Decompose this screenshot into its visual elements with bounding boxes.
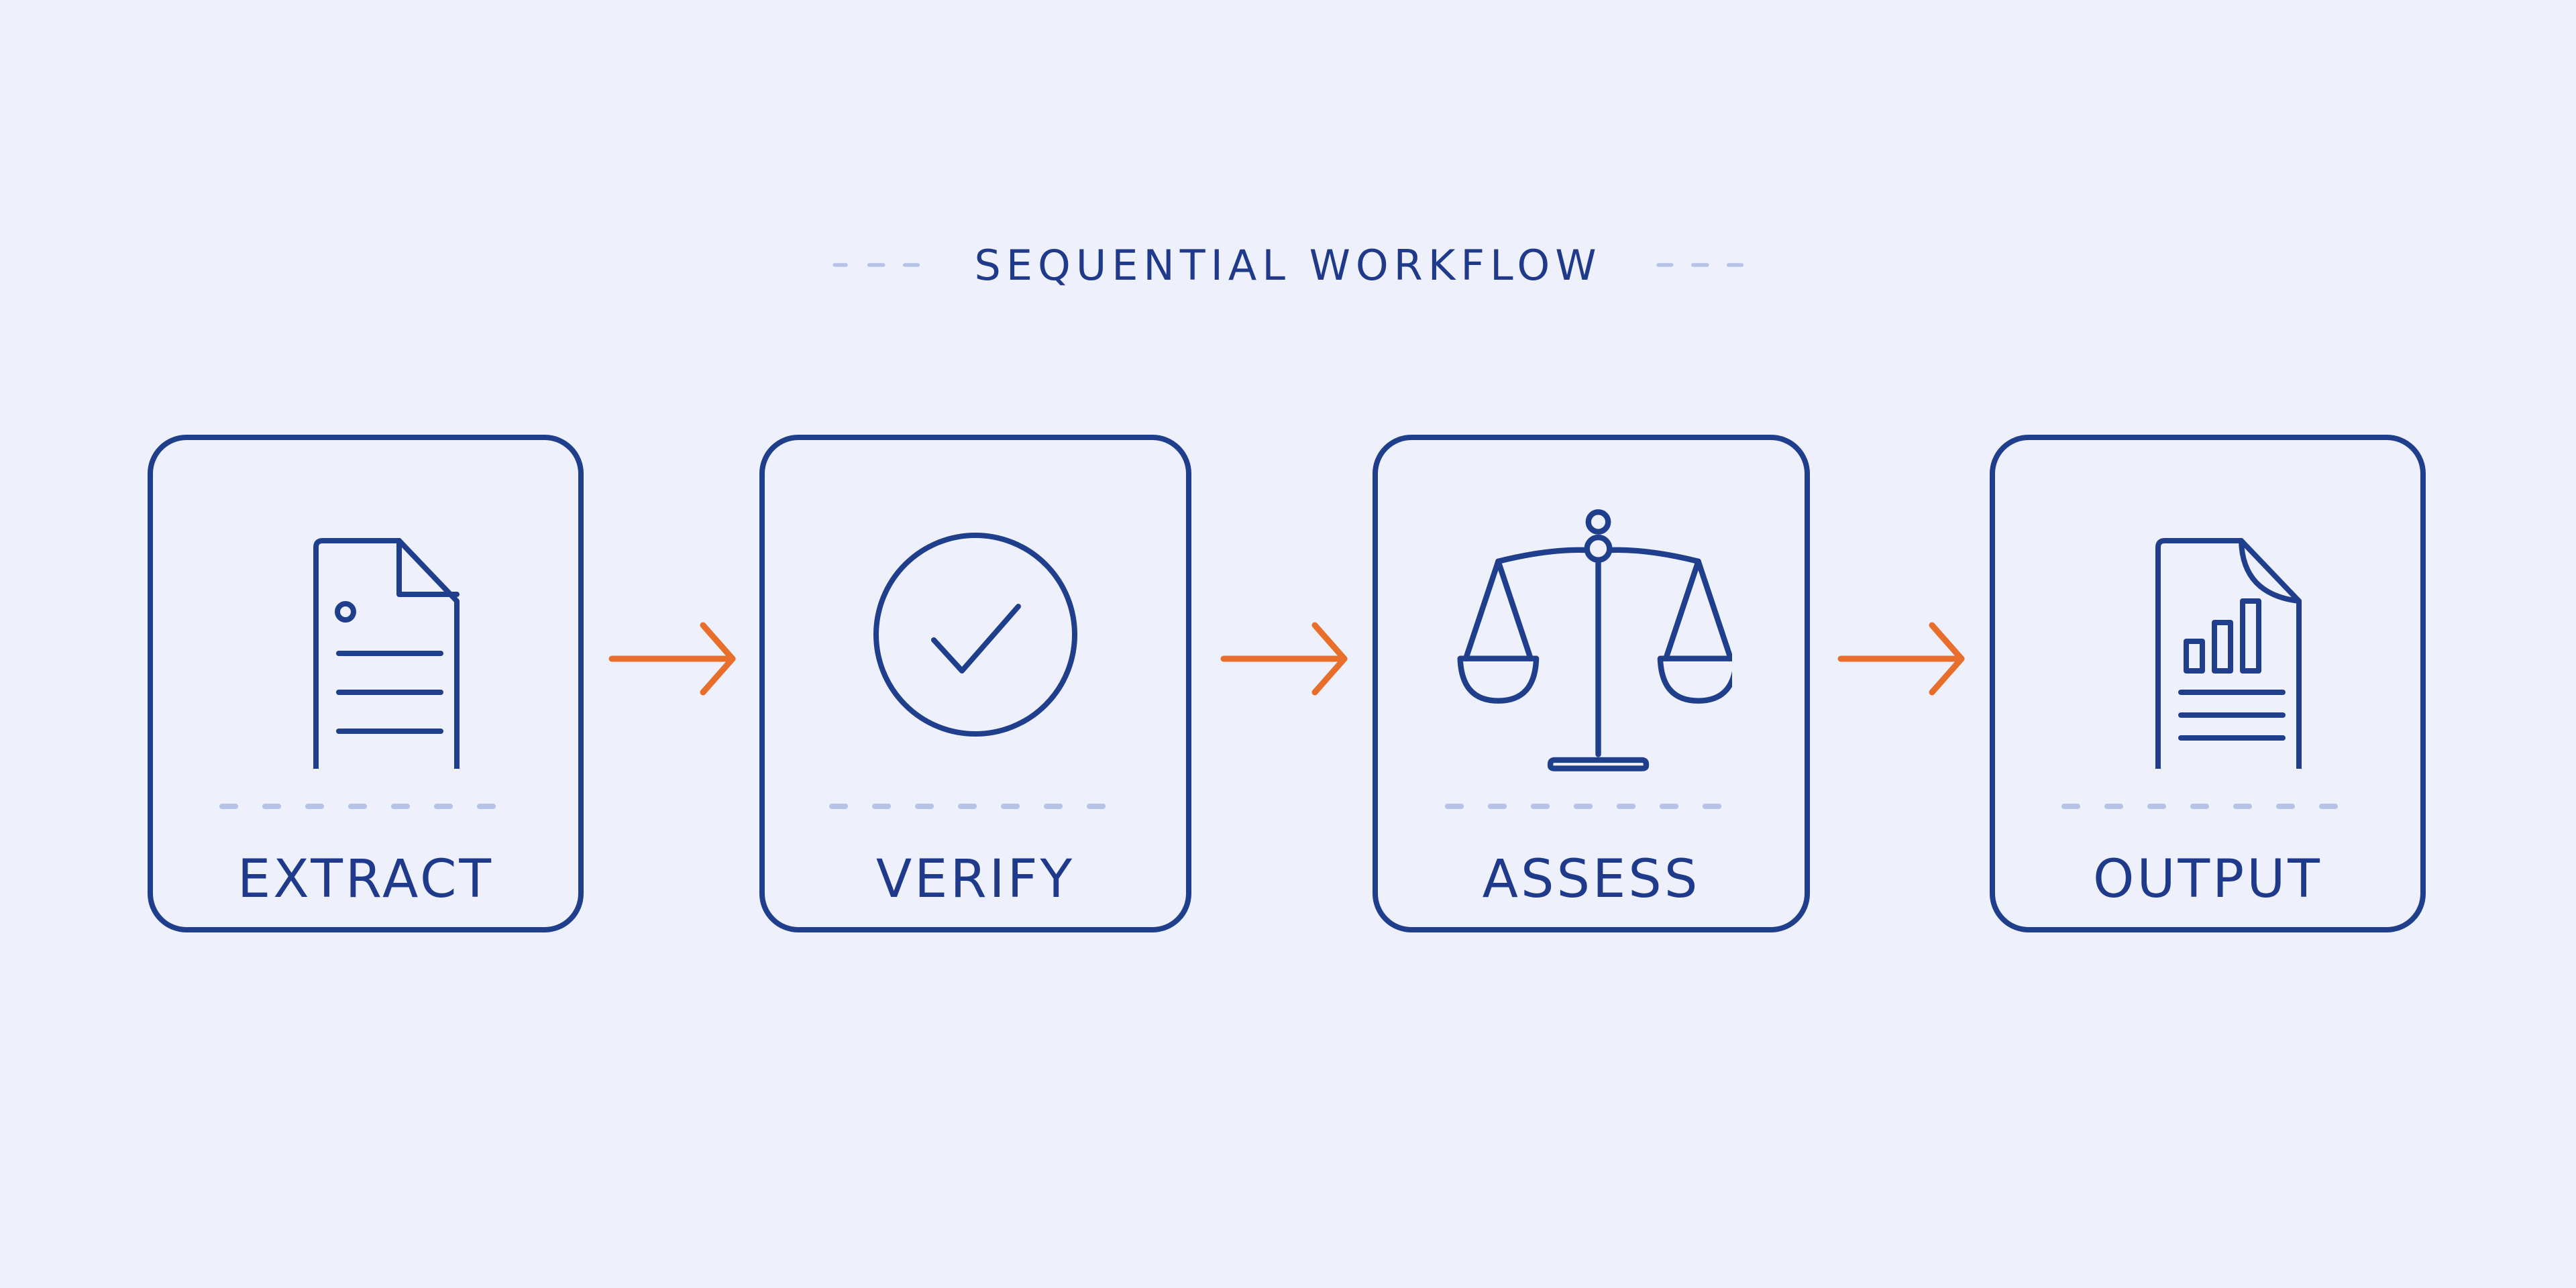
title-block: SEQUENTIAL WORKFLOW [832, 235, 1744, 295]
arrow-right-icon [608, 622, 736, 696]
document-icon [313, 538, 460, 769]
step-divider [1445, 804, 1721, 809]
step-card-output: OUTPUT [1990, 435, 2426, 932]
title-dashes-left [833, 263, 920, 267]
scales-icon [1457, 509, 1732, 771]
step-card-extract: EXTRACT [148, 435, 584, 932]
step-label-verify: VERIFY [875, 849, 1075, 910]
diagram-title: SEQUENTIAL WORKFLOW [974, 240, 1602, 290]
step-divider [219, 804, 496, 809]
step-card-verify: VERIFY [759, 435, 1191, 932]
step-divider [829, 804, 1106, 809]
step-card-assess: ASSESS [1373, 435, 1810, 932]
step-label-extract: EXTRACT [237, 849, 494, 910]
title-dashes-right [1656, 263, 1743, 267]
check-circle-icon [873, 533, 1077, 737]
step-label-output: OUTPUT [2093, 849, 2322, 910]
arrow-right-icon [1220, 622, 1348, 696]
report-chart-icon [2155, 538, 2302, 769]
arrow-right-icon [1837, 622, 1965, 696]
step-label-assess: ASSESS [1482, 849, 1701, 910]
step-divider [2061, 804, 2338, 809]
